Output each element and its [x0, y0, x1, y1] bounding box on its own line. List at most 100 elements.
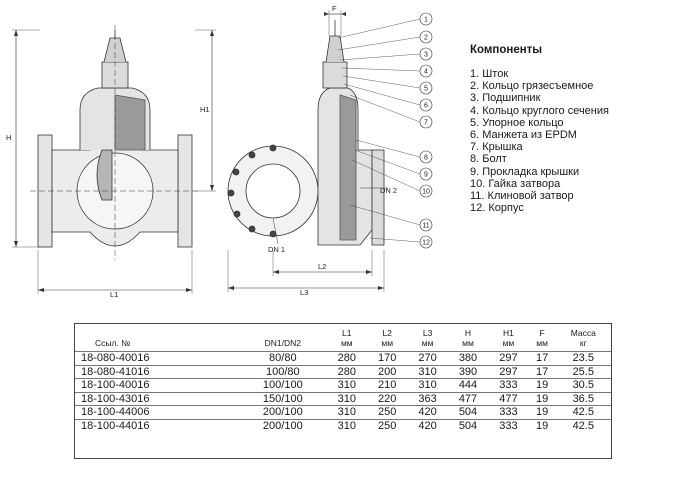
table-cell: 363	[407, 391, 448, 406]
component-item: 8. Болт	[470, 153, 507, 166]
table-cell: 250	[366, 418, 408, 433]
callout-circles	[419, 12, 433, 249]
table-cell: 210	[366, 378, 408, 393]
component-item: 3. Подшипник	[470, 92, 541, 105]
table-cell: 297	[488, 364, 529, 379]
table-row: 18-080-41016 100/80 280 200 310 390 297 …	[75, 364, 611, 379]
table-cell: 17	[528, 364, 556, 379]
dim-label-dn2: DN 2	[380, 186, 397, 195]
components-list: 1. Шток 2. Кольцо грязесъемное 3. Подшип…	[470, 68, 695, 214]
table-cell: 170	[366, 351, 408, 366]
callout-number: 1	[424, 17, 428, 24]
table-cell: 310	[326, 418, 367, 433]
column-header: Ссыл. №	[95, 338, 131, 348]
callout-number: 3	[424, 52, 428, 59]
component-item: 4. Кольцо круглого сечения	[470, 104, 609, 117]
callout-number: 7	[424, 120, 428, 127]
table-cell: 18-100-40016	[75, 378, 240, 393]
table-cell: 36.5	[555, 391, 611, 406]
dim-label-dn1: DN 1	[268, 245, 285, 254]
table-cell: 100/100	[239, 378, 327, 393]
components-legend: Компоненты 1. Шток 2. Кольцо грязесъемно…	[470, 44, 695, 214]
table-row: 18-100-43016 150/100 310 220 363 477 477…	[75, 391, 611, 406]
valve-technical-drawing: H H1 L1 F L2 L3 DN 1 DN 2 1 2 3 4 5 6 7 …	[6, 4, 433, 299]
dim-label-l1: L1	[110, 290, 118, 299]
table-row: 18-100-44016 200/100 310 250 420 504 333…	[75, 418, 611, 433]
dim-label-h: H	[6, 133, 11, 142]
table-cell: 444	[447, 378, 489, 393]
table-cell: 19	[528, 378, 556, 393]
dim-label-f: F	[332, 4, 337, 13]
table-cell: 280	[326, 364, 367, 379]
callout-number: 6	[424, 103, 428, 110]
table-cell: 19	[528, 405, 556, 420]
table-cell: 310	[326, 405, 367, 420]
table-cell: 18-100-44006	[75, 405, 240, 420]
table-cell: 23.5	[555, 351, 611, 366]
table-cell: 380	[447, 351, 489, 366]
component-item: 2. Кольцо грязесъемное	[470, 80, 594, 93]
table-cell: 200	[366, 364, 408, 379]
table-cell: 150/100	[239, 391, 327, 406]
table-cell: 310	[326, 391, 367, 406]
table-cell: 19	[528, 418, 556, 433]
component-item: 10. Гайка затвора	[470, 177, 561, 190]
component-item: 7. Крышка	[470, 141, 523, 154]
components-title: Компоненты	[470, 44, 543, 56]
component-item: 5. Упорное кольцо	[470, 116, 564, 129]
table-cell: 420	[407, 418, 448, 433]
callout-number: 2	[424, 35, 428, 42]
table-row: 18-080-40016 80/80 280 170 270 380 297 1…	[75, 351, 611, 366]
table-cell: 504	[447, 418, 489, 433]
table-cell: 390	[447, 364, 489, 379]
table-cell: 333	[488, 378, 529, 393]
callout-number: 5	[424, 86, 428, 93]
callout-number: 9	[424, 172, 428, 179]
dim-label-l3: L3	[300, 288, 308, 297]
table-cell: 100/80	[239, 364, 327, 379]
table-row: 18-100-40016 100/100 310 210 310 444 333…	[75, 378, 611, 393]
table-cell: 220	[366, 391, 408, 406]
table-cell: 310	[407, 364, 448, 379]
table-cell: 297	[488, 351, 529, 366]
table-cell: 18-100-43016	[75, 391, 240, 406]
valve-front-view	[12, 25, 216, 294]
table-cell: 80/80	[239, 351, 327, 366]
table-cell: 310	[407, 378, 448, 393]
table-cell: 200/100	[239, 405, 327, 420]
table-cell: 310	[326, 378, 367, 393]
table-cell: 280	[326, 351, 367, 366]
table-cell: 19	[528, 391, 556, 406]
dim-label-l2: L2	[318, 262, 326, 271]
dim-label-h1: H1	[200, 105, 210, 114]
callout-number: 8	[424, 155, 428, 162]
table-cell: 270	[407, 351, 448, 366]
component-item: 12. Корпус	[470, 202, 524, 215]
valve-side-view	[227, 10, 421, 292]
table-cell: 18-080-41016	[75, 364, 240, 379]
column-header: DN1/DN2	[264, 338, 301, 348]
table-cell: 18-100-44016	[75, 418, 240, 433]
callout-number: 10	[422, 189, 430, 196]
table-cell: 333	[488, 418, 529, 433]
callout-number: 4	[424, 69, 428, 76]
component-item: 11. Клиновой затвор	[470, 190, 574, 203]
table-cell: 250	[366, 405, 408, 420]
table-cell: 504	[447, 405, 489, 420]
table-cell: 42.5	[555, 405, 611, 420]
table-cell: 477	[447, 391, 489, 406]
table-cell: 420	[407, 405, 448, 420]
table-cell: 200/100	[239, 418, 327, 433]
component-item: 6. Манжета из EPDM	[470, 129, 577, 142]
table-cell: 25.5	[555, 364, 611, 379]
table-cell: 30.5	[555, 378, 611, 393]
table-cell: 17	[528, 351, 556, 366]
